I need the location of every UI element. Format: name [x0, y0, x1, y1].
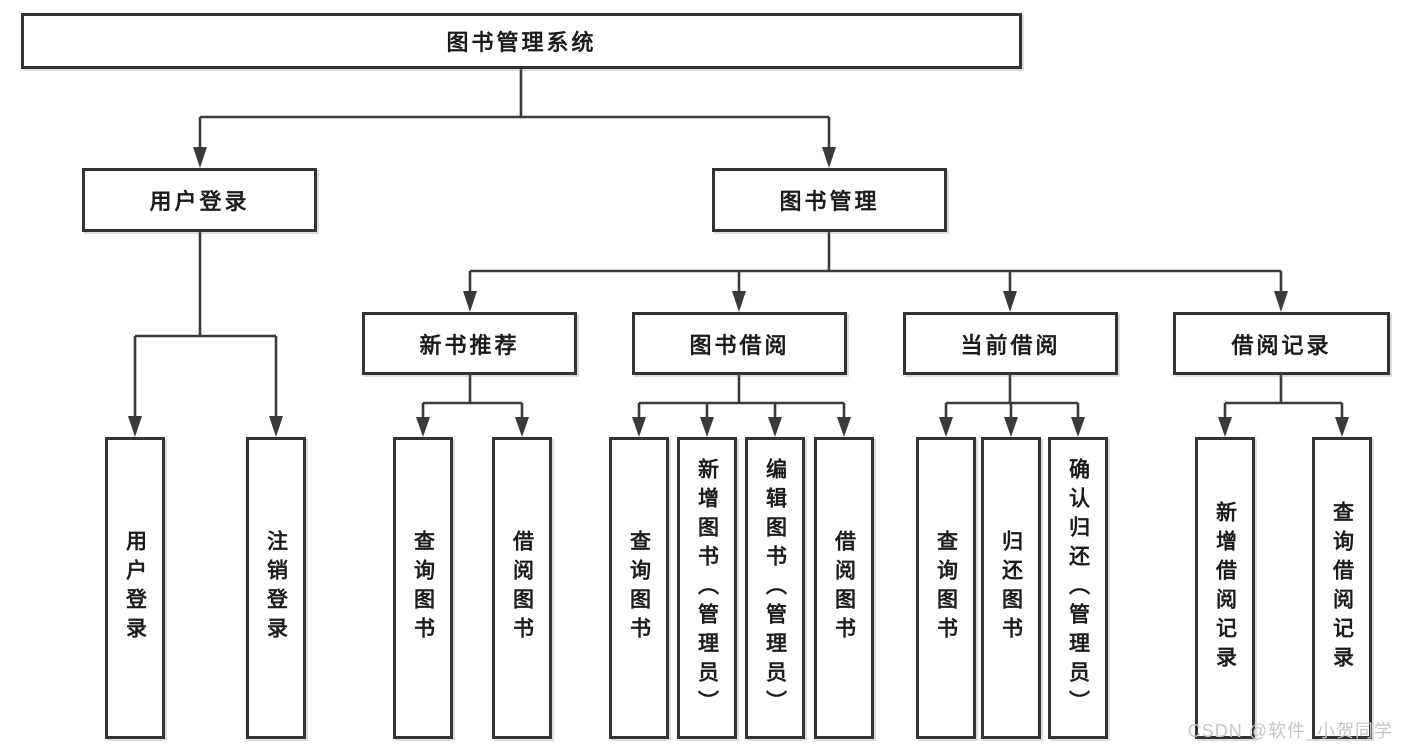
leaf-return-books: 归还图书	[981, 437, 1041, 739]
csdn-watermark: CSDN @软件_小贺同学	[1187, 721, 1393, 741]
node-label: 图书管理系统	[446, 30, 597, 55]
node-current-borrow: 当前借阅	[903, 312, 1118, 375]
node-label: 归还图书	[999, 530, 1023, 646]
node-label: 查询图书	[934, 530, 958, 646]
node-book-management: 图书管理	[712, 168, 947, 232]
leaf-add-books-admin: 新增图书（管理员）	[677, 437, 737, 739]
leaf-query-books-current: 查询图书	[916, 437, 976, 739]
leaf-query-books-recommend: 查询图书	[393, 437, 453, 739]
node-label: 查询图书	[627, 530, 651, 646]
node-label: 图书借阅	[689, 332, 790, 358]
node-label: 注销登录	[264, 530, 288, 646]
node-label: 当前借阅	[960, 332, 1061, 358]
node-label: 用户登录	[149, 189, 250, 214]
leaf-query-books-borrow: 查询图书	[609, 437, 669, 739]
node-label: 图书管理	[779, 189, 880, 214]
leaf-confirm-return-admin: 确认归还（管理员）	[1048, 437, 1108, 739]
leaf-query-borrow-record: 查询借阅记录	[1312, 437, 1372, 739]
node-new-book-recommend: 新书推荐	[362, 312, 577, 375]
leaf-borrow-books: 借阅图书	[814, 437, 874, 739]
node-label: 借阅图书	[510, 530, 534, 646]
node-library-management-system: 图书管理系统	[21, 13, 1022, 69]
node-label: 查询借阅记录	[1330, 501, 1354, 675]
node-label: 借阅记录	[1231, 332, 1332, 358]
leaf-logout: 注销登录	[246, 437, 306, 739]
node-label: 用户登录	[123, 530, 147, 646]
node-label: 查询图书	[411, 530, 435, 646]
node-book-borrow: 图书借阅	[632, 312, 847, 375]
node-borrow-records: 借阅记录	[1173, 312, 1390, 375]
node-label: 新增借阅记录	[1213, 501, 1237, 675]
node-user-login: 用户登录	[82, 168, 317, 232]
leaf-add-borrow-record: 新增借阅记录	[1195, 437, 1255, 739]
node-label: 编辑图书（管理员）	[763, 457, 787, 719]
node-label: 新书推荐	[419, 332, 520, 358]
leaf-user-login: 用户登录	[105, 437, 165, 739]
node-label: 借阅图书	[832, 530, 856, 646]
node-label: 新增图书（管理员）	[695, 457, 719, 719]
node-label: 确认归还（管理员）	[1066, 457, 1090, 719]
leaf-borrow-books-recommend: 借阅图书	[492, 437, 552, 739]
leaf-edit-books-admin: 编辑图书（管理员）	[745, 437, 805, 739]
